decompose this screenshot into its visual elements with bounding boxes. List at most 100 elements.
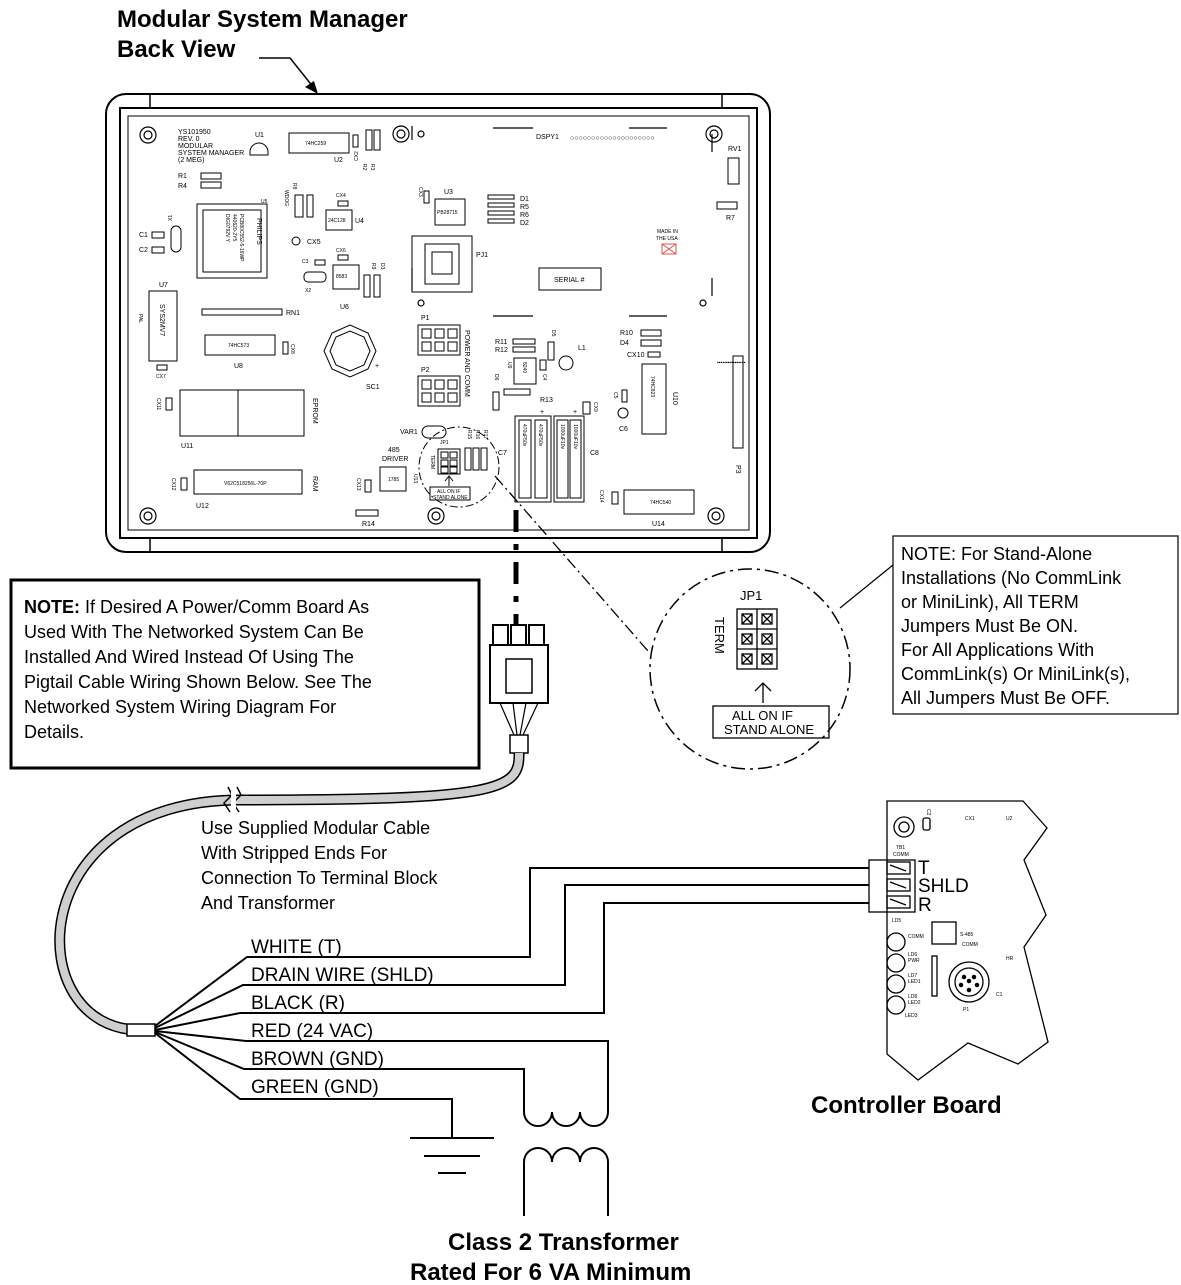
driver-line1: 485: [388, 447, 400, 454]
d4-label: D4: [620, 340, 629, 347]
ground-icon: [410, 1137, 494, 1174]
d3-label: D3: [379, 263, 385, 270]
u13-label: U13: [412, 474, 418, 483]
cx11-label: CX11: [155, 398, 161, 410]
cb-led2-label: LED2: [908, 1000, 921, 1006]
r16-label: R16: [474, 430, 480, 439]
controller-board-title: Controller Board: [811, 1092, 1002, 1119]
cap-d-label: 1000uF10v: [572, 424, 578, 450]
sc1-label: SC1: [366, 384, 380, 391]
board-header-line3: MODULAR: [178, 143, 213, 150]
u1-label: U1: [255, 132, 264, 139]
terminal-shld-label: SHLD: [918, 876, 969, 897]
u6-label: U6: [340, 304, 349, 311]
wire-black-label: BLACK (R): [251, 993, 345, 1014]
cb-ld8-label: LD8: [908, 994, 917, 1000]
svg-text:▪▪▪▪▪▪▪▪▪▪▪▪▪▪▪▪: ▪▪▪▪▪▪▪▪▪▪▪▪▪▪▪▪: [717, 360, 746, 366]
note-left-line3: Installed And Wired Instead Of Using The: [24, 647, 354, 667]
wire-green-label: GREEN (GND): [251, 1077, 379, 1098]
dspy1-label: DSPY1: [536, 134, 559, 141]
u9-label: U9: [506, 362, 512, 369]
ram-label: RAM: [311, 476, 318, 492]
all-on-detail-line1: ALL ON IF: [732, 708, 793, 723]
r9-label: R9: [370, 263, 376, 270]
note-left-bold: NOTE:: [24, 597, 80, 617]
pj1-label: PJ1: [476, 252, 488, 259]
c1-label: C1: [139, 232, 148, 239]
cable-note-line3: Connection To Terminal Block: [201, 868, 438, 888]
u10-label: U10: [671, 392, 678, 405]
note-right-line5: For All Applications With: [901, 640, 1094, 660]
svg-text:NOTE: If Desired A Power/Comm: NOTE: If Desired A Power/Comm Board As: [24, 597, 369, 617]
cx8-label: CX8: [289, 344, 295, 354]
pigtail-connector: [489, 510, 549, 754]
eprom-label: EPROM: [311, 398, 318, 424]
u5-part1: PCB80C552-5-16WP: [238, 214, 244, 262]
wire-red-label: RED (24 VAC): [251, 1021, 373, 1042]
note-right-line2: Installations (No CommLink: [901, 568, 1122, 588]
cable-note-line1: Use Supplied Modular Cable: [201, 818, 430, 838]
note-right-line3: or MiniLink), All TERM: [901, 592, 1079, 612]
note-right: NOTE: For Stand-Alone Installations (No …: [839, 535, 1179, 715]
u5-brand: PHILIPS: [255, 218, 262, 245]
cable-note: Use Supplied Modular Cable With Stripped…: [201, 818, 438, 913]
cb-p1-label: P1: [963, 1007, 969, 1013]
driver-line2: DRIVER: [382, 456, 408, 463]
cb-ld5-label: LD5: [892, 918, 901, 924]
msm-title-line1: Modular System Manager: [117, 6, 408, 33]
u11-label: U11: [181, 443, 193, 450]
u12-label: U12: [196, 503, 209, 510]
r8-label: R8: [291, 183, 297, 190]
msm-enclosure: [105, 93, 771, 553]
cx9-label: CX9: [592, 402, 598, 412]
transformer-title-line2: Rated For 6 VA Minimum: [410, 1259, 691, 1285]
cb-led1-label: LED1: [908, 979, 921, 985]
wire-white-label: WHITE (T): [251, 937, 342, 958]
r1-label: R1: [178, 173, 187, 180]
cx3-label: CX3: [417, 187, 423, 197]
u7-label: U7: [159, 282, 168, 289]
u9-chip-label: 8240: [521, 362, 527, 373]
note-right-line4: Jumpers Must Be ON.: [901, 616, 1078, 636]
var1-label: VAR1: [400, 429, 418, 436]
r6-label: R6: [520, 212, 529, 219]
cx4-label: CX4: [336, 193, 346, 199]
cap-b-label: 470uF50v: [537, 424, 543, 447]
cb-cx1-label: CX1: [965, 816, 975, 822]
board-header-line1: YS101950: [178, 129, 211, 136]
u14-label: U14: [652, 521, 665, 528]
cx2-label: CX2: [354, 151, 360, 161]
terminal-t-label: T: [918, 858, 930, 879]
jp1-board-label: JP1: [440, 440, 449, 446]
u4-label: U4: [355, 218, 364, 225]
u10-chip-label: 74HC823: [649, 376, 655, 397]
u2-chip-label: 74HC259: [305, 141, 326, 147]
note-left: NOTE: If Desired A Power/Comm Board As U…: [9, 578, 481, 770]
cb-pwr-label: PWR: [908, 958, 920, 964]
cx7-label: CX7: [156, 374, 166, 380]
svg-text:+: +: [573, 409, 577, 416]
pal-label: PAL: [137, 314, 143, 323]
cb-hr-label: HR: [1006, 956, 1014, 962]
note-right-line6: CommLink(s) Or MiniLink(s),: [901, 664, 1130, 684]
cb-ld7-label: LD7: [908, 973, 917, 979]
cx13-label: CX13: [355, 478, 361, 491]
c8-label: C8: [590, 450, 599, 457]
note-right-line7: All Jumpers Must Be OFF.: [901, 688, 1110, 708]
u5-part3: DIG0792V Y: [224, 214, 230, 243]
svg-text:+: +: [375, 363, 379, 370]
term-board-label: TERM: [429, 455, 435, 469]
c7-label: C7: [498, 450, 507, 457]
cb-comm-label: COMM: [893, 852, 909, 858]
serial-label: SERIAL #: [554, 277, 585, 284]
u14-chip-label: 74HC540: [650, 500, 671, 506]
svg-text:○○○○○○○○○○○○○○○○○○○○: ○○○○○○○○○○○○○○○○○○○○: [570, 135, 655, 142]
cb-led3-label: LED3: [905, 1013, 918, 1019]
term-detail-label: TERM: [712, 617, 727, 654]
u13-chip-label: 1785: [388, 477, 399, 483]
p3-label: P3: [734, 465, 741, 474]
svg-text:+: +: [540, 409, 544, 416]
r13-label: R13: [540, 397, 553, 404]
cx14-label: CX14: [598, 490, 604, 503]
